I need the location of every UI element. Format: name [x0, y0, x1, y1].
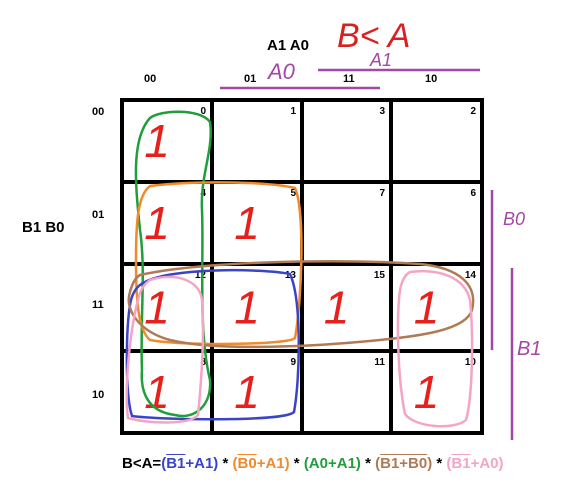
formula-line: B<A=(B1+A1) * (B0+A1) * (A0+A1) * (B1+B0…: [122, 455, 504, 472]
cell-index: 12: [195, 270, 207, 281]
cell-index: 3: [379, 106, 385, 117]
row-header: 11: [92, 299, 104, 311]
row-header: 10: [92, 389, 104, 401]
col-header: 11: [343, 73, 355, 85]
pink-group-loop: [125, 275, 205, 424]
cell-index: 2: [470, 106, 476, 117]
formula-term: (B0+A1): [232, 455, 290, 472]
cell-one-mark: 1: [234, 197, 260, 249]
cell-index: 8: [200, 357, 206, 368]
cell-one-mark: 1: [414, 366, 440, 418]
formula-term: (B1+A1): [161, 455, 219, 472]
cell-index: 9: [290, 357, 296, 368]
row-header: 01: [92, 209, 104, 221]
cell-index: 0: [200, 106, 206, 117]
row-variables-label: B1 B0: [22, 219, 65, 236]
cell-index: 6: [470, 188, 476, 199]
cell-index: 7: [379, 188, 385, 199]
a1-handwritten: A1: [369, 50, 392, 70]
col-header: 00: [144, 73, 156, 85]
formula-terms: (B1+A1) * (B0+A1) * (A0+A1) * (B1+B0) * …: [161, 455, 503, 472]
cell-one-mark: 1: [414, 282, 440, 334]
cell-index: 1: [290, 106, 296, 117]
cell-index: 14: [465, 270, 477, 281]
formula-separator: *: [360, 455, 376, 472]
formula-separator: *: [218, 455, 233, 472]
formula-separator: *: [432, 455, 447, 472]
cell-one-mark: 1: [234, 366, 260, 418]
cell-index: 5: [290, 188, 296, 199]
formula-term: (B1+A0): [446, 455, 504, 472]
cell-one-mark: 1: [144, 197, 170, 249]
formula-prefix: B<A=: [122, 455, 162, 472]
col-header: 10: [425, 73, 437, 85]
b1-handwritten: B1: [517, 338, 541, 360]
brown-group-loop: [127, 260, 475, 349]
groupings: [125, 110, 475, 428]
formula-term: (B1+B0): [375, 455, 433, 472]
a0-handwritten: A0: [266, 59, 296, 84]
row-header: 00: [92, 106, 104, 118]
formula-term: (A0+A1): [303, 455, 361, 472]
green-group-loop: [134, 110, 212, 418]
formula-separator: *: [289, 455, 304, 472]
cell-one-mark: 1: [144, 282, 170, 334]
orange-group-loop: [134, 181, 303, 346]
cell-one-mark: 1: [324, 282, 350, 334]
cell-one-mark: 1: [234, 282, 260, 334]
col-header: 01: [244, 73, 256, 85]
pink-group-loop-right: [396, 269, 474, 428]
heading-handwritten: B< A: [337, 17, 410, 55]
b0-handwritten: B0: [503, 209, 525, 229]
cell-one-mark: 1: [144, 115, 170, 167]
column-variables-label: A1 A0: [267, 37, 309, 54]
cell-index: 15: [374, 270, 386, 281]
cell-index: 11: [374, 357, 385, 368]
